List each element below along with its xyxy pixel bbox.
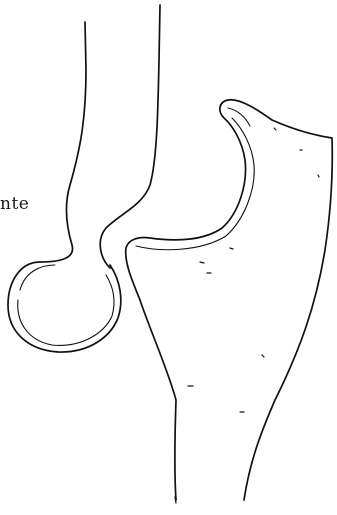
left-bone [8,5,160,352]
right-bone-socket-inner [136,118,254,250]
right-bone-outline [126,100,333,500]
texture-specks [175,128,319,503]
right-bone-hook-inner [228,108,250,126]
left-bone-outer-left-edge [8,22,121,352]
annotation-label: nte [0,196,29,213]
left-bone-outer-right-edge [100,5,160,268]
left-bone-inner-contour [18,265,114,345]
right-bone [126,100,333,500]
